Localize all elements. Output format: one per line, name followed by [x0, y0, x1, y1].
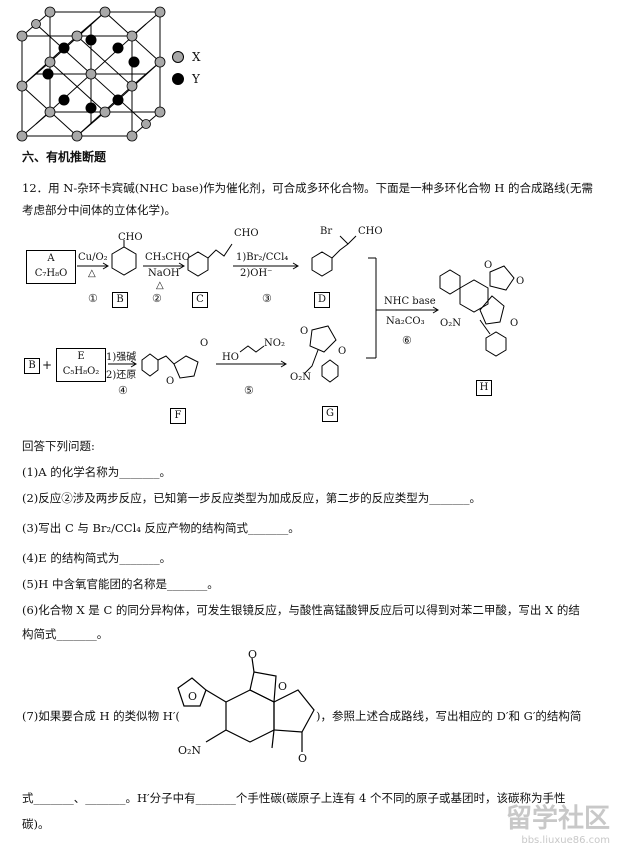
o-h3: O: [510, 318, 519, 329]
reagent-2-bottom: △: [156, 280, 164, 291]
reagent-2-top: CH₃CHO: [145, 252, 190, 263]
watermark: 留学社区 bbs.liuxue86.com: [506, 798, 610, 846]
question-intro-line2: 考虑部分中间体的立体化学)。: [22, 203, 176, 217]
section-title: 六、有机推断题: [22, 150, 107, 164]
reagent-4-bottom: 2)还原: [106, 370, 137, 381]
o-h2: O: [516, 276, 525, 287]
hprime-o4: O: [298, 752, 308, 765]
reagent-1-top: Cu/O₂: [78, 252, 108, 263]
question-6-line1: (6)化合物 X 是 C 的同分异构体，可发生银镜反应，与酸性高锰酸钾反应后可以…: [22, 603, 580, 617]
label-b: B: [112, 292, 128, 308]
hprime-o3: O: [188, 690, 198, 703]
black-dot-icon: [172, 73, 184, 85]
step-2: ②: [152, 292, 162, 305]
label-h: H: [476, 380, 492, 396]
step-6: ⑥: [402, 334, 412, 347]
o-g1: O: [300, 326, 309, 337]
o-f2: O: [166, 376, 175, 387]
cho-d: CHO: [358, 226, 383, 237]
question-7-suffix: )，参照上述合成路线，写出相应的 D′和 G′的结构简: [316, 709, 582, 723]
watermark-main: 留学社区: [505, 804, 610, 834]
question-7-prefix: (7)如果要合成 H 的类似物 H′(: [22, 709, 180, 723]
compound-e-label: E: [77, 351, 85, 362]
legend-x: X: [172, 50, 201, 64]
o-g2: O: [338, 346, 347, 357]
br-d: Br: [320, 226, 333, 237]
question-4: (4)E 的结构简式为_______。: [22, 551, 172, 565]
compound-a-formula: C₇H₈O: [34, 268, 68, 279]
hprime-o2: O: [278, 680, 288, 693]
step-5: ⑤: [244, 384, 254, 397]
cho-b: CHO: [118, 232, 143, 243]
reagent-6-bottom: Na₂CO₃: [386, 316, 425, 327]
answers-intro: 回答下列问题:: [22, 439, 95, 453]
gray-dot-icon: [172, 51, 184, 63]
legend-y-label: Y: [192, 72, 200, 86]
compound-e-box: E C₅H₈O₂: [56, 348, 106, 382]
label-c: C: [192, 292, 208, 308]
o-h1: O: [484, 260, 493, 271]
label-b-2: B: [24, 358, 40, 374]
question-1: (1)A 的化学名称为_______。: [22, 465, 171, 479]
reagent-5-no2: NO₂: [264, 338, 285, 349]
question-7-line2: 式_______、_______。H′分子中有_______个手性碳(碳原子上连…: [22, 791, 566, 805]
step-3: ③: [262, 292, 272, 305]
reagent-5-ho: HO: [222, 352, 239, 363]
watermark-url: bbs.liuxue86.com: [521, 835, 610, 846]
reagent-2-mid: NaOH: [148, 268, 180, 279]
question-intro-line1: 12．用 N-杂环卡宾碱(NHC base)作为催化剂，可合成多环化合物。下面是…: [22, 181, 594, 195]
no2-g: O₂N: [290, 372, 311, 383]
question-3: (3)写出 C 与 Br₂/CCl₄ 反应产物的结构简式_______。: [22, 521, 300, 535]
compound-a-label: A: [47, 253, 55, 264]
no2-h: O₂N: [440, 318, 461, 329]
question-2: (2)反应②涉及两步反应，已知第一步反应类型为加成反应，第二步的反应类型为___…: [22, 491, 482, 505]
reagent-3-bottom: 2)OH⁻: [240, 268, 273, 279]
legend-y: Y: [172, 72, 200, 86]
question-6-line2: 构简式_______。: [22, 627, 109, 641]
question-5: (5)H 中含氧官能团的名称是_______。: [22, 577, 219, 591]
reagent-1-bottom: △: [88, 268, 96, 279]
question-7-line3: 碳)。: [22, 817, 50, 831]
compound-e-formula: C₅H₈O₂: [62, 366, 100, 377]
plus-sign: +: [42, 358, 53, 372]
cho-c: CHO: [234, 228, 259, 239]
step-4: ④: [118, 384, 128, 397]
hprime-o1: O: [248, 648, 258, 661]
hprime-no2: O₂N: [178, 744, 202, 757]
reagent-3-top: 1)Br₂/CCl₄: [236, 252, 289, 263]
reagent-4-top: 1)强碱: [106, 352, 137, 363]
legend-x-label: X: [192, 50, 201, 64]
label-f: F: [170, 408, 186, 424]
label-d: D: [314, 292, 330, 308]
step-1: ①: [88, 292, 98, 305]
reagent-6-top: NHC base: [384, 296, 436, 307]
o-f1: O: [200, 338, 209, 349]
compound-a-box: A C₇H₈O: [26, 250, 76, 284]
label-g: G: [322, 406, 338, 422]
